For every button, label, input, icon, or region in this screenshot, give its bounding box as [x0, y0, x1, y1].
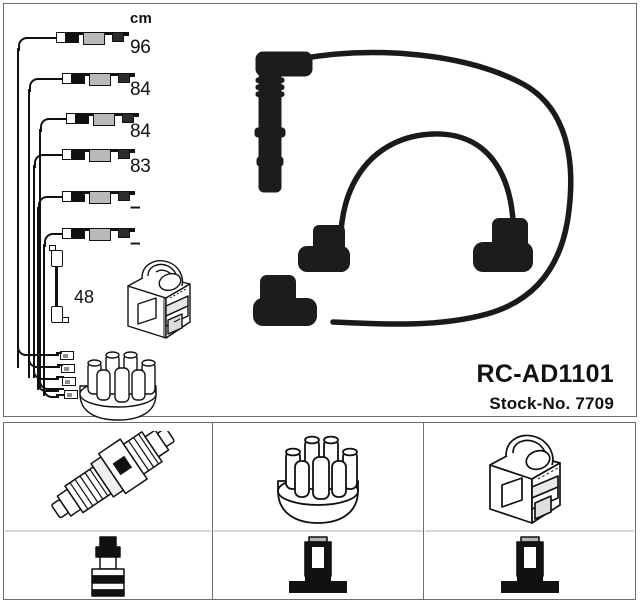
short-lead-length-label: 48	[74, 287, 95, 307]
cable-1-elbow	[18, 37, 46, 51]
bundle-run-3	[39, 129, 42, 388]
panel-distributor-cap	[211, 422, 425, 600]
lead48-bottom-boot	[51, 306, 63, 323]
ignition-cable-photo	[237, 32, 640, 362]
length-row-6: –	[130, 233, 141, 254]
main-diagram-panel: cm 96 84 84 83 – –	[3, 3, 640, 421]
schematic-ignition-coil	[116, 254, 208, 342]
distributor-terminal-icon	[283, 535, 353, 600]
bundle-run-4	[33, 165, 36, 378]
spark-plug-connector-boot-icon	[80, 535, 136, 602]
cable-4-elbow	[34, 154, 62, 168]
cable-3-elbow	[40, 118, 68, 132]
cable-1-wire	[43, 37, 57, 39]
cable-4-wire	[59, 154, 64, 156]
fanout-elbow-1	[17, 344, 59, 356]
panel-2-divider	[213, 530, 423, 532]
terminal-end-3	[60, 351, 74, 360]
fanout-elbow-5	[37, 380, 59, 392]
cable-harness-schematic: 48	[4, 4, 234, 421]
fanout-elbow-2	[28, 356, 60, 368]
length-row-3: 84	[130, 121, 151, 142]
fanout-wire-1	[56, 352, 62, 354]
parts-legend-row	[3, 422, 637, 600]
terminal-end-6	[64, 390, 78, 399]
stock-number: Stock-No. 7709	[489, 394, 614, 413]
bundle-run-1	[17, 48, 20, 368]
ignition-coil-icon	[478, 429, 582, 532]
length-row-1: 96	[130, 37, 151, 58]
coil-terminal-icon	[495, 535, 565, 600]
product-code: RC-AD1101	[476, 360, 614, 388]
length-unit-header: cm	[130, 10, 153, 27]
lead48-top-boot	[51, 250, 63, 267]
terminal-end-4	[61, 364, 75, 373]
fanout-elbow-3	[39, 378, 61, 390]
panel-3-divider	[425, 530, 634, 532]
length-row-5: –	[130, 197, 141, 218]
bundle-run-2	[28, 89, 31, 378]
lead48-bottom-nub	[62, 317, 69, 323]
fanout-wire-2	[57, 364, 63, 366]
fanout-wire-4	[56, 376, 64, 378]
cable-2-elbow	[29, 78, 57, 92]
fanout-wire-6	[56, 394, 66, 396]
terminal-end-5	[62, 377, 76, 386]
spark-plug-icon	[33, 427, 183, 534]
lead48-wire	[55, 266, 58, 308]
distributor-cap-icon	[266, 429, 370, 532]
panel-1-divider	[5, 530, 211, 532]
schematic-distributor-cap	[66, 346, 170, 426]
bundle-run-6	[43, 244, 46, 396]
cable-2-wire	[54, 78, 64, 80]
cable-length-table: cm 96 84 84 83 – –	[130, 10, 190, 253]
length-row-2: 84	[130, 79, 151, 100]
length-row-4: 83	[130, 156, 151, 177]
panel-ignition-coil	[423, 422, 636, 600]
cable-6-elbow	[44, 233, 72, 247]
bundle-run-5	[37, 207, 40, 390]
panel-spark-plug	[3, 422, 213, 600]
fanout-elbow-6	[43, 386, 59, 398]
